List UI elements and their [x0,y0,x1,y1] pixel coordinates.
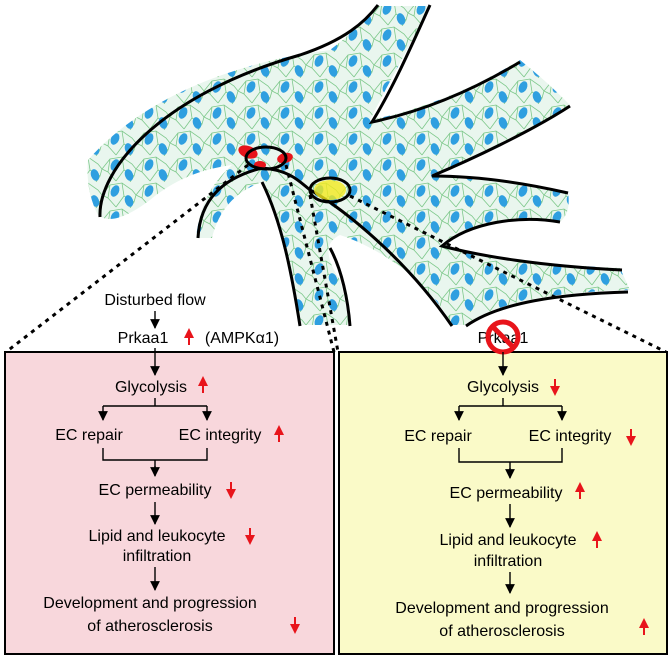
knockout-site-marker [308,176,352,204]
right-lipid-label-line1: Lipid and leukocyte [440,532,577,549]
vessel-wall-inner-branch-2 [260,181,302,327]
right-development-label-line1: Development and progression [395,600,608,617]
ampk-alpha1-label: (AMPKα1) [205,330,279,347]
left-ec-integrity-label: EC integrity [179,427,262,444]
right-ec-permeability-label: EC permeability [450,485,563,502]
right-ec-integrity-label: EC integrity [529,428,612,445]
left-lipid-label-line1: Lipid and leukocyte [89,528,226,545]
vessel-wall-mid-right [431,104,571,195]
right-ec-repair-label: EC repair [404,428,472,445]
vessel-illustration [87,4,630,328]
prkaa1-label-left: Prkaa1 [118,330,169,347]
left-development-label-line2: of atherosclerosis [87,618,212,635]
left-ec-repair-label: EC repair [55,427,123,444]
vessel-wall-bottom-right [465,290,629,328]
right-glycolysis-label: Glycolysis [467,379,539,396]
vessel-wall-inner-branch-3 [328,247,352,327]
disturbed-flow-site-marker [238,145,293,171]
left-glycolysis-label: Glycolysis [115,379,187,396]
vessel-wall-outer-left [98,4,380,218]
left-panel-box [4,351,335,655]
disturbed-flow-label: Disturbed flow [104,292,206,309]
left-lipid-label-line2: infiltration [123,548,191,565]
left-panel: Glycolysis EC repair EC integrity EC per… [4,348,335,655]
left-development-label-line1: Development and progression [43,595,256,612]
vessel-wall-upper-right [368,4,521,125]
zoom-lines [5,163,667,354]
vessel-wall-inner-branch [196,166,454,327]
endothelium-surface [87,6,630,325]
right-development-label-line2: of atherosclerosis [439,623,564,640]
right-panel: Prkaa1 Glycolysis EC repair EC integrity… [338,319,668,655]
left-ec-permeability-label: EC permeability [99,482,212,499]
vessel-wall-lower-right [438,217,623,272]
right-lipid-label-line2: infiltration [474,553,542,570]
